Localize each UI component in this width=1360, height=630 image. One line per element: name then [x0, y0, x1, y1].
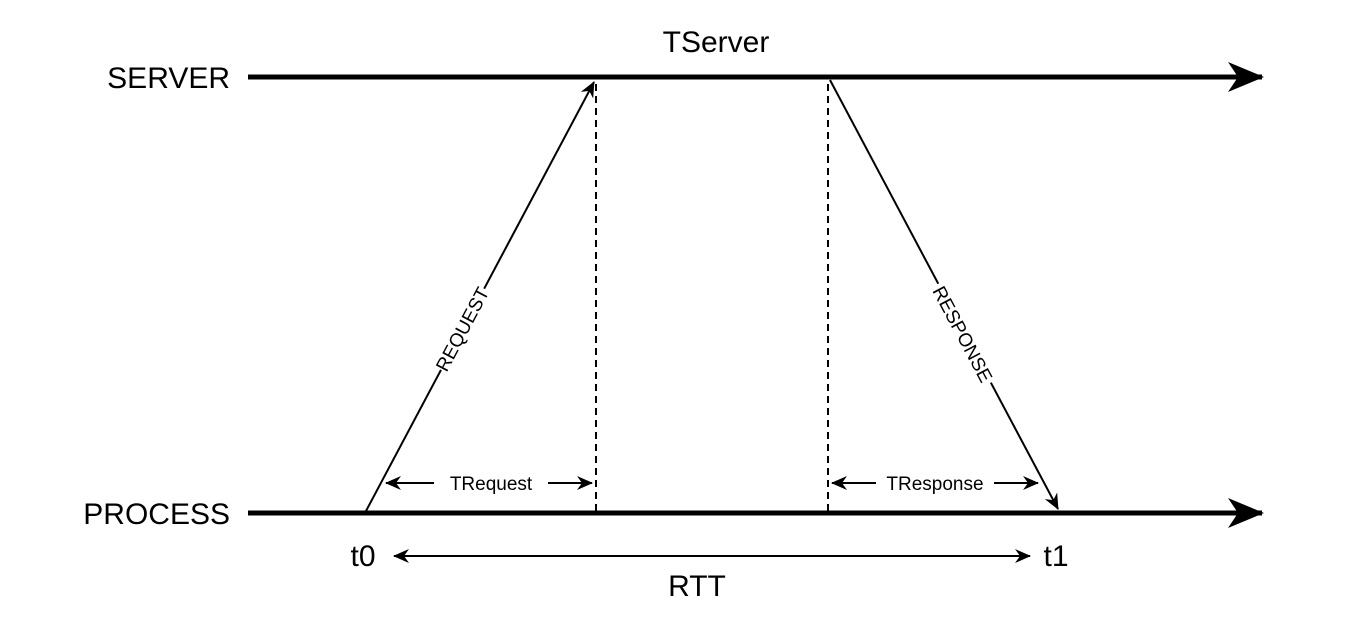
- process-lane-label: PROCESS: [83, 498, 230, 531]
- response-label-bg: [926, 278, 1000, 390]
- start-time-label: t0: [350, 540, 375, 573]
- server-lane-label: SERVER: [107, 62, 230, 95]
- request-interval-label-bg: [434, 470, 548, 496]
- request-label-bg: [429, 282, 495, 376]
- response-interval-label-bg: [876, 470, 994, 496]
- round-trip-label: RTT: [668, 570, 726, 603]
- end-time-label: t1: [1043, 540, 1068, 573]
- request-interval-label: TRequest: [450, 474, 533, 495]
- response-label: RESPONSE: [928, 283, 996, 386]
- request-label: REQUEST: [432, 284, 494, 375]
- response-interval-label: TResponse: [886, 474, 983, 495]
- server-duration-label: TServer: [663, 26, 770, 59]
